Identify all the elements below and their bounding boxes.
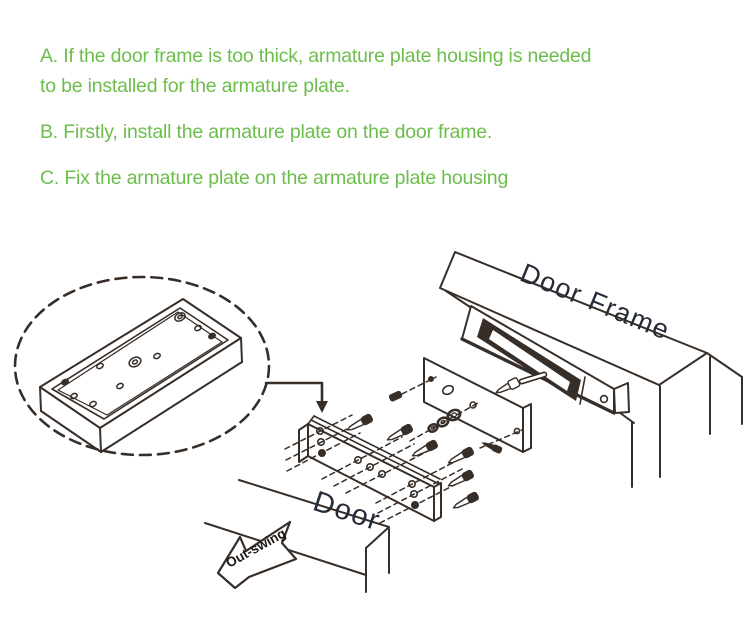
hex-bolt	[495, 377, 521, 394]
housing-3d-tray	[39, 298, 243, 453]
instruction-step-a-line1: A. If the door frame is too thick, armat…	[40, 45, 592, 67]
instruction-step-b: B. Firstly, install the armature plate o…	[40, 121, 493, 143]
maglock-end-face	[613, 382, 630, 414]
door-frame-drawing	[439, 251, 743, 488]
mounting-screws	[346, 413, 479, 509]
armature-plate-thickness	[522, 403, 532, 453]
maglock-mount-hole	[599, 394, 609, 404]
armature-plate-holes	[427, 375, 521, 435]
set-screw-upper	[388, 390, 403, 402]
instruction-step-c: C. Fix the armature plate on the armatur…	[40, 167, 509, 189]
callout-dashed-ellipse	[13, 275, 271, 457]
maglock-magnet-slot	[489, 330, 570, 391]
out-swing-arrow	[216, 520, 298, 590]
housing-left-end-face	[298, 423, 309, 463]
armature-plate-drawing	[423, 357, 532, 453]
washers	[427, 408, 462, 433]
housing-detail-callout	[13, 275, 328, 457]
set-screw-lower	[481, 442, 503, 454]
door-frame-top-face	[439, 251, 708, 386]
housing-right-thickness	[433, 482, 442, 522]
callout-arrowhead	[316, 401, 328, 413]
housing-holes	[315, 426, 419, 509]
tension-bolts	[388, 377, 521, 454]
out-swing-arrow-shape	[216, 520, 298, 590]
housing-3d-holes	[61, 312, 216, 408]
instructions-block: A. If the door frame is too thick, armat…	[40, 41, 680, 193]
maglock-stud-bolt	[518, 371, 548, 385]
maglock-drawing	[460, 305, 630, 415]
screw-leader-lines	[284, 376, 523, 524]
callout-arrow	[264, 381, 328, 413]
instruction-step-a-line2: to be installed for the armature plate.	[40, 75, 350, 97]
